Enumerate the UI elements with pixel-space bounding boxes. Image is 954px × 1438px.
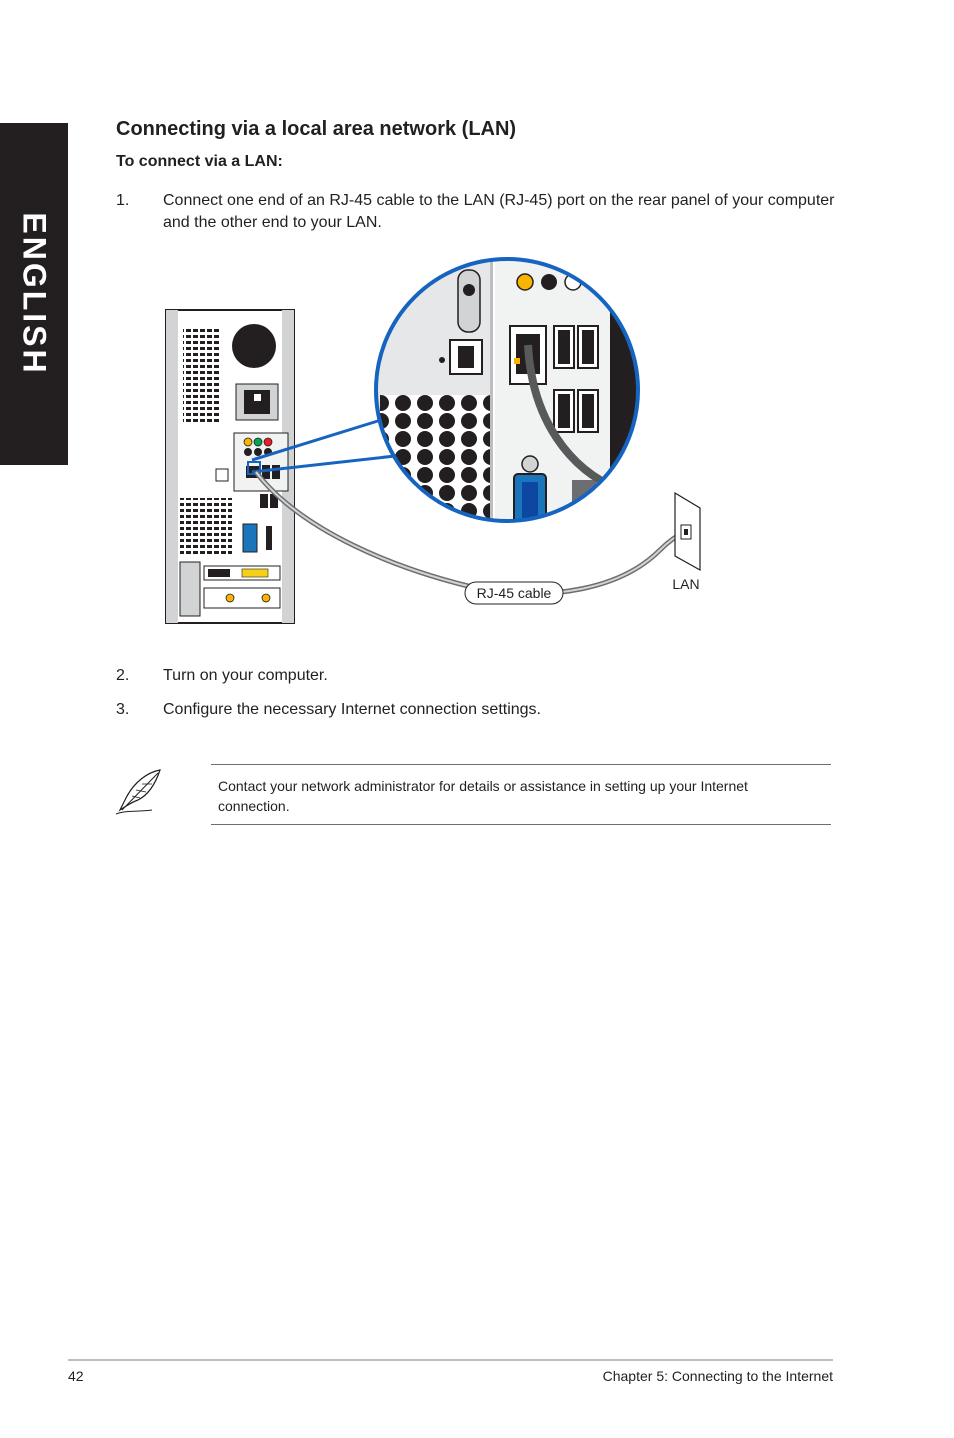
note-text: Contact your network administrator for d… [218,778,748,814]
language-tab-label: ENGLISH [16,212,53,376]
note-bottom-rule [211,824,831,825]
step-number: 1. [116,192,130,209]
lan-label: LAN [672,576,699,592]
page-number: 42 [68,1368,84,1384]
section-title: Connecting via a local area network (LAN… [116,118,517,140]
subheading: To connect via a LAN: [116,153,283,170]
step-number: 2. [116,667,130,684]
chapter-title: Chapter 5: Connecting to the Internet [602,1368,833,1384]
step-number: 3. [116,701,130,718]
step-text: Turn on your computer. [163,667,328,684]
lan-connection-illustration: RJ-45 cable LAN [150,250,750,640]
cable-label: RJ-45 cable [477,585,552,601]
feather-pen-icon [112,766,164,818]
footer-rule [68,1359,833,1361]
lan-wall-outlet [674,491,701,572]
computer-rear-panel [165,309,295,624]
language-side-tab: ENGLISH [0,123,68,465]
step-text: Connect one end of an RJ-45 cable to the… [163,192,835,231]
step-text: Configure the necessary Internet connect… [163,701,541,718]
note-top-rule [211,764,831,765]
